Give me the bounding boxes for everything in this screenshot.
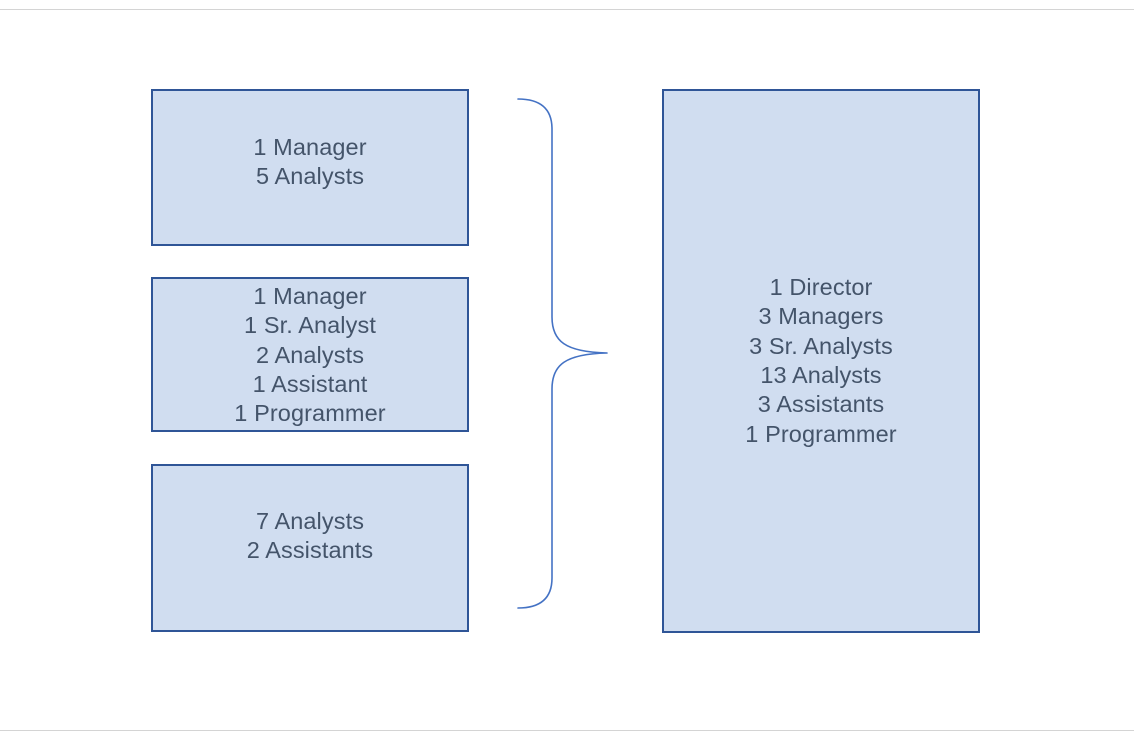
group-1-line-2: 5 Analysts — [255, 163, 365, 190]
source-group-box-3[interactable]: 7 Analysts 2 Assistants — [151, 464, 469, 632]
group-2-line-1: 1 Manager — [253, 283, 367, 309]
group-2-line-3: 2 Analysts — [255, 341, 365, 368]
source-group-box-2-text: 1 Manager 1 Sr. Analyst 2 Analysts 1 Ass… — [153, 279, 467, 428]
page-rule-bottom — [0, 730, 1134, 731]
source-group-box-2[interactable]: 1 Manager 1 Sr. Analyst 2 Analysts 1 Ass… — [151, 277, 469, 432]
total-line-4: 13 Analysts — [760, 362, 882, 388]
group-1-line-1: 1 Manager — [253, 134, 367, 160]
group-2-line-4: 1 Assistant — [252, 370, 368, 397]
result-total-box-text: 1 Director 3 Managers 3 Sr. Analysts 13 … — [664, 273, 978, 449]
source-group-box-1[interactable]: 1 Manager 5 Analysts — [151, 89, 469, 246]
group-2-line-2: 1 Sr. Analyst — [244, 312, 376, 339]
source-group-box-1-text: 1 Manager 5 Analysts — [153, 91, 467, 192]
group-3-line-2: 2 Assistants — [246, 537, 374, 564]
total-line-3: 3 Sr. Analysts — [749, 332, 893, 359]
group-3-line-1: 7 Analysts — [255, 508, 365, 534]
total-line-2: 3 Managers — [758, 303, 884, 330]
result-total-box[interactable]: 1 Director 3 Managers 3 Sr. Analysts 13 … — [662, 89, 980, 633]
total-line-6: 1 Programmer — [745, 420, 897, 447]
source-group-box-3-text: 7 Analysts 2 Assistants — [153, 466, 467, 566]
group-2-line-5: 1 Programmer — [234, 400, 386, 427]
total-line-5: 3 Assistants — [757, 391, 885, 418]
curly-brace-connector-icon — [517, 98, 608, 609]
total-line-1: 1 Director — [769, 274, 873, 301]
page-rule-top — [0, 9, 1134, 10]
